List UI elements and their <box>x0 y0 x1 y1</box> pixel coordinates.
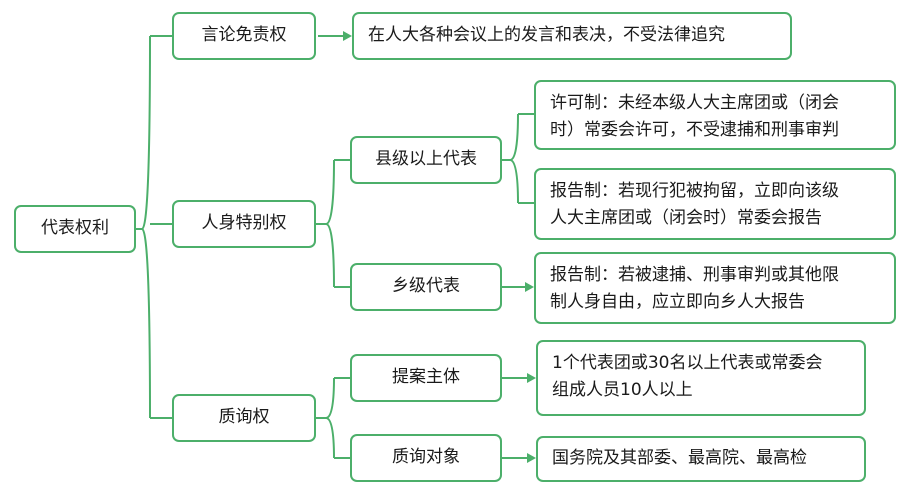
personal-label: 人身特别权 <box>201 213 287 234</box>
township-label: 乡级代表 <box>392 276 460 297</box>
inquiry-brace <box>325 377 335 459</box>
target-label: 质询对象 <box>392 447 460 468</box>
county-permit-line-2: 时）常委会许可，不受逮捕和刑事审判 <box>550 120 839 141</box>
root-label: 代表权利 <box>41 218 109 239</box>
county-brace <box>509 113 519 204</box>
county-permit-line-1: 许可制：未经本级人大主席团或（闭会 <box>550 93 839 113</box>
root-brace <box>141 35 151 419</box>
target-node: 质询对象 <box>350 434 502 482</box>
county-report-line-2: 人大主席团或（闭会时）常委会报告 <box>550 208 822 229</box>
speech-detail-text: 在人大各种会议上的发言和表决，不受法律追究 <box>368 25 725 46</box>
county-node: 县级以上代表 <box>350 136 502 184</box>
township-node: 乡级代表 <box>350 263 502 311</box>
target-detail-node: 国务院及其部委、最高院、最高检 <box>536 436 866 482</box>
county-report-node: 报告制：若现行犯被拘留，立即向该级 人大主席团或（闭会时）常委会报告 <box>534 168 896 240</box>
county-label: 县级以上代表 <box>375 149 477 170</box>
root-node: 代表权利 <box>14 205 136 253</box>
proposer-detail-line-2: 组成人员10人以上 <box>552 380 693 401</box>
township-report-node: 报告制：若被逮捕、刑事审判或其他限 制人身自由，应立即向乡人大报告 <box>534 252 896 324</box>
township-report-line-1: 报告制：若被逮捕、刑事审判或其他限 <box>550 265 839 285</box>
inquiry-label: 质询权 <box>218 407 270 428</box>
arrowhead-township <box>525 282 534 292</box>
speech-node: 言论免责权 <box>172 12 316 60</box>
arrowhead-speech <box>343 31 352 41</box>
inquiry-node: 质询权 <box>172 394 316 442</box>
county-report-line-1: 报告制：若现行犯被拘留，立即向该级 <box>550 181 839 201</box>
proposer-node: 提案主体 <box>350 354 502 402</box>
proposer-detail-line-1: 1个代表团或30名以上代表或常委会 <box>552 353 823 373</box>
arrowhead-proposer <box>527 373 536 383</box>
proposer-detail-node: 1个代表团或30名以上代表或常委会 组成人员10人以上 <box>536 340 866 416</box>
speech-label: 言论免责权 <box>201 25 287 46</box>
county-permit-node: 许可制：未经本级人大主席团或（闭会 时）常委会许可，不受逮捕和刑事审判 <box>534 80 896 150</box>
personal-brace <box>325 159 335 288</box>
proposer-label: 提案主体 <box>392 367 460 388</box>
target-detail-text: 国务院及其部委、最高院、最高检 <box>552 448 807 469</box>
arrowhead-target <box>527 453 536 463</box>
personal-node: 人身特别权 <box>172 200 316 248</box>
township-report-line-2: 制人身自由，应立即向乡人大报告 <box>550 292 805 313</box>
speech-detail-node: 在人大各种会议上的发言和表决，不受法律追究 <box>352 12 792 60</box>
